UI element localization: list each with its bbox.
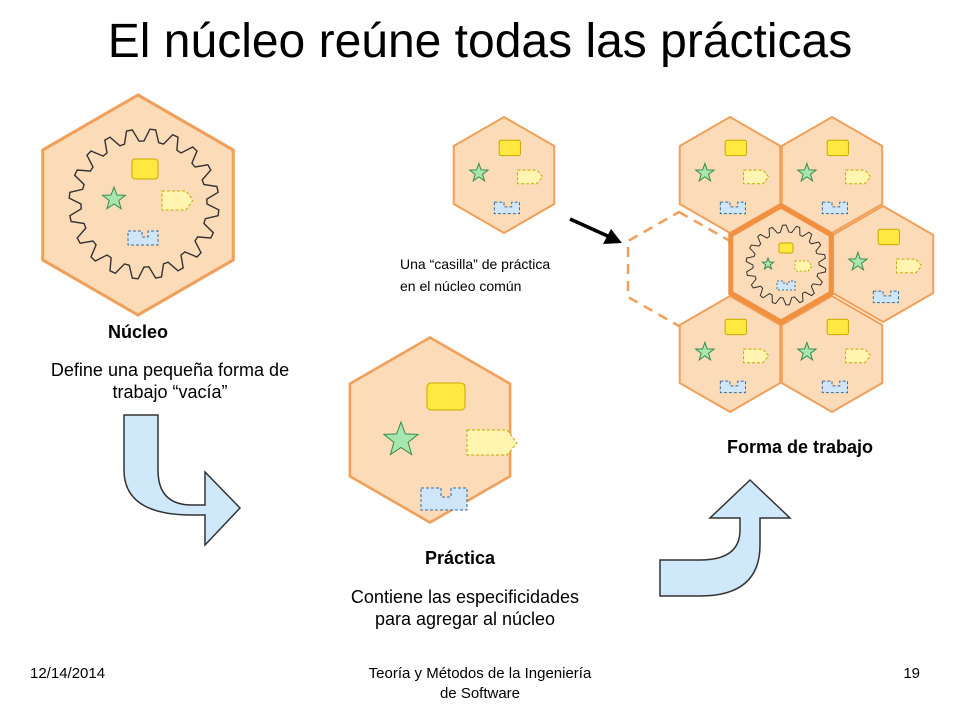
star-icon xyxy=(101,185,127,210)
pale-tag-shape xyxy=(466,429,518,456)
way-of-working-label: Forma de trabajo xyxy=(726,437,874,457)
blue-puzzle-piece xyxy=(776,280,796,291)
kernel-description-line1: Define una pequeña forma de xyxy=(50,360,290,380)
yellow-block xyxy=(778,242,794,254)
practice-description-line2: para agregar al núcleo xyxy=(374,609,556,629)
practice-tile xyxy=(678,294,782,414)
pale-tag-shape xyxy=(517,169,544,185)
slot-note-line2: en el núcleo común xyxy=(400,278,522,294)
blue-puzzle-piece xyxy=(420,487,468,511)
star-icon xyxy=(796,161,818,183)
star-icon xyxy=(382,420,420,456)
blue-puzzle-piece xyxy=(127,230,159,246)
blue-puzzle-piece xyxy=(719,380,746,394)
blue-puzzle-piece xyxy=(719,201,746,215)
kernel-hexagon xyxy=(41,93,235,317)
star-icon xyxy=(847,250,869,272)
hexagon-outline xyxy=(452,115,556,235)
star-icon xyxy=(760,256,776,271)
practice-label: Práctica xyxy=(424,548,496,568)
gear-outline xyxy=(68,128,220,280)
gear-icon xyxy=(68,128,220,280)
star-icon xyxy=(796,340,818,362)
star-icon xyxy=(694,161,716,183)
kernel-description-line2: trabajo “vacía” xyxy=(112,382,228,402)
hexagon-outline xyxy=(780,294,884,414)
yellow-block xyxy=(724,139,747,157)
slide-title: El núcleo reúne todas las prácticas xyxy=(107,15,853,68)
pale-tag-shape xyxy=(743,169,770,185)
yellow-block xyxy=(826,318,849,336)
flow-arrow-practice-to-way xyxy=(659,478,792,597)
star-icon xyxy=(694,340,716,362)
practice-hexagon xyxy=(348,336,512,524)
pale-tag-shape xyxy=(794,260,813,272)
pointer-arrowhead xyxy=(603,229,622,244)
kernel-label: Núcleo xyxy=(107,322,168,342)
gear-icon xyxy=(745,224,827,306)
practice-description-line1: Contiene las especificidades xyxy=(350,587,580,607)
yellow-block xyxy=(131,158,159,180)
footer-page-number: 19 xyxy=(903,665,920,682)
blue-puzzle-piece xyxy=(872,290,899,304)
way-of-working-cluster xyxy=(678,115,935,414)
pale-tag-shape xyxy=(161,190,194,211)
cluster-kernel-hexagon xyxy=(728,203,834,325)
pale-tag-shape xyxy=(896,258,923,274)
yellow-block xyxy=(426,382,466,411)
practice-tile xyxy=(452,115,556,235)
flow-arrow-kernel-to-practice xyxy=(123,414,242,547)
small-practice-hexagon xyxy=(452,115,556,235)
slot-note-line1: Una “casilla” de práctica xyxy=(400,256,551,272)
pale-tag-shape xyxy=(845,348,872,364)
pale-tag-shape xyxy=(743,348,770,364)
yellow-block xyxy=(724,318,747,336)
footer-date: 12/14/2014 xyxy=(30,665,106,682)
blue-puzzle-piece xyxy=(821,380,848,394)
practice-tile xyxy=(780,294,884,414)
yellow-block xyxy=(826,139,849,157)
pale-tag-shape xyxy=(845,169,872,185)
pointer-arrow xyxy=(569,217,613,240)
blue-puzzle-piece xyxy=(493,201,520,215)
footer-course-line2: de Software xyxy=(439,685,521,702)
yellow-block xyxy=(877,228,900,246)
footer-course-line1: Teoría y Métodos de la Ingeniería xyxy=(368,665,592,682)
star-icon xyxy=(468,161,490,183)
blue-puzzle-piece xyxy=(821,201,848,215)
hexagon-outline xyxy=(678,294,782,414)
yellow-block xyxy=(498,139,521,157)
